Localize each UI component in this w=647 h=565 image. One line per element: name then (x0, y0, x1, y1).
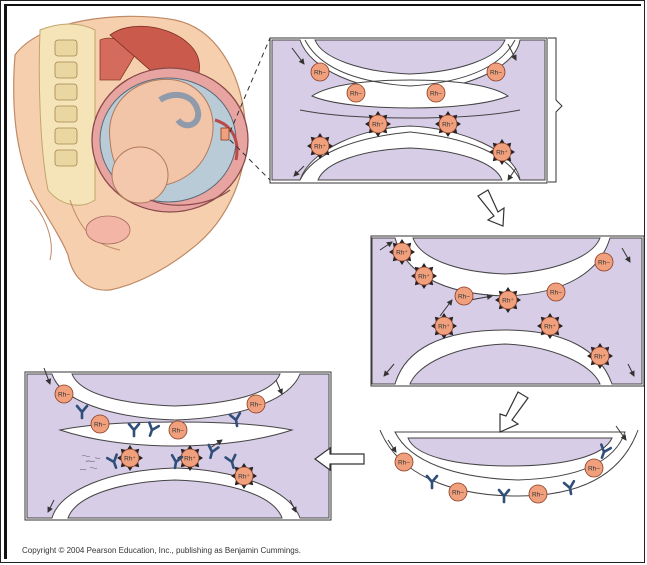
rh-positive-cell: Rh⁺ (365, 111, 391, 137)
rh-negative-cell: Rh− (585, 459, 603, 477)
cell-label: Rh⁺ (594, 353, 606, 360)
cell-label: Rh⁺ (124, 455, 136, 462)
rh-positive-cell: Rh⁺ (537, 313, 563, 339)
rh-negative-cell: Rh− (311, 63, 329, 81)
rh-positive-cell: Rh⁺ (489, 139, 515, 165)
rh-negative-cell: Rh− (395, 453, 413, 471)
rh-negative-cell: Rh− (347, 84, 365, 102)
cell-label: Rh⁺ (442, 121, 454, 128)
pregnant-woman-illustration (14, 16, 248, 290)
cell-label: Rh− (588, 465, 600, 472)
arrow-panel2-to-panel3 (500, 392, 528, 432)
cell-label: Rh⁺ (496, 149, 508, 156)
cell-label: Rh⁺ (438, 323, 450, 330)
rh-positive-cell: Rh⁺ (307, 133, 333, 159)
cell-label: Rh⁺ (418, 273, 430, 280)
cell-label: Rh⁺ (238, 473, 250, 480)
cell-label: Rh− (398, 459, 410, 466)
rh-positive-cell: Rh⁺ (231, 463, 257, 489)
rh-negative-cell: Rh− (55, 385, 73, 403)
rh-negative-cell: Rh− (547, 283, 565, 301)
panel-1-bracket (548, 38, 562, 182)
cell-label: Rh− (490, 69, 502, 76)
cell-label: Rh⁺ (544, 323, 556, 330)
cell-label: Rh− (458, 293, 470, 300)
cell-label: Rh− (58, 391, 70, 398)
cell-label: Rh− (250, 401, 262, 408)
rh-positive-cell: Rh⁺ (389, 239, 415, 265)
cell-label: Rh⁺ (502, 297, 514, 304)
cell-label: Rh− (172, 427, 184, 434)
cell-label: Rh− (532, 491, 544, 498)
rh-positive-cell: Rh⁺ (587, 343, 613, 369)
rh-negative-cell: Rh− (529, 485, 547, 503)
rh-negative-cell: Rh− (455, 287, 473, 305)
rh-negative-cell: Rh− (449, 483, 467, 501)
rh-negative-cell: Rh− (91, 415, 109, 433)
panel-3-placenta (376, 430, 640, 520)
rh-negative-cell: Rh− (427, 84, 445, 102)
cell-label: Rh⁺ (396, 249, 408, 256)
cell-label: Rh⁺ (184, 455, 196, 462)
copyright-notice: Copyright © 2004 Pearson Education, Inc.… (22, 546, 301, 555)
rh-negative-cell: Rh− (595, 253, 613, 271)
cell-label: Rh− (452, 489, 464, 496)
rh-positive-cell: Rh⁺ (411, 263, 437, 289)
rh-negative-cell: Rh− (487, 63, 505, 81)
rh-positive-cell: Rh⁺ (431, 313, 457, 339)
rh-negative-cell: Rh− (247, 395, 265, 413)
rh-negative-cell: Rh− (169, 421, 187, 439)
cell-label: Rh− (430, 90, 442, 97)
rh-positive-cell: Rh⁺ (495, 287, 521, 313)
antibody-icon (564, 481, 576, 495)
cell-label: Rh− (94, 421, 106, 428)
cell-label: Rh− (550, 289, 562, 296)
cell-label: Rh− (598, 259, 610, 266)
cell-label: Rh− (314, 69, 326, 76)
cell-label: Rh− (350, 90, 362, 97)
rh-positive-cell: Rh⁺ (435, 111, 461, 137)
cell-label: Rh⁺ (314, 143, 326, 150)
rh-positive-cell: Rh⁺ (117, 445, 143, 471)
arrow-panel1-to-panel2 (478, 190, 504, 226)
cell-label: Rh⁺ (372, 121, 384, 128)
panel-1-placenta (270, 38, 547, 183)
